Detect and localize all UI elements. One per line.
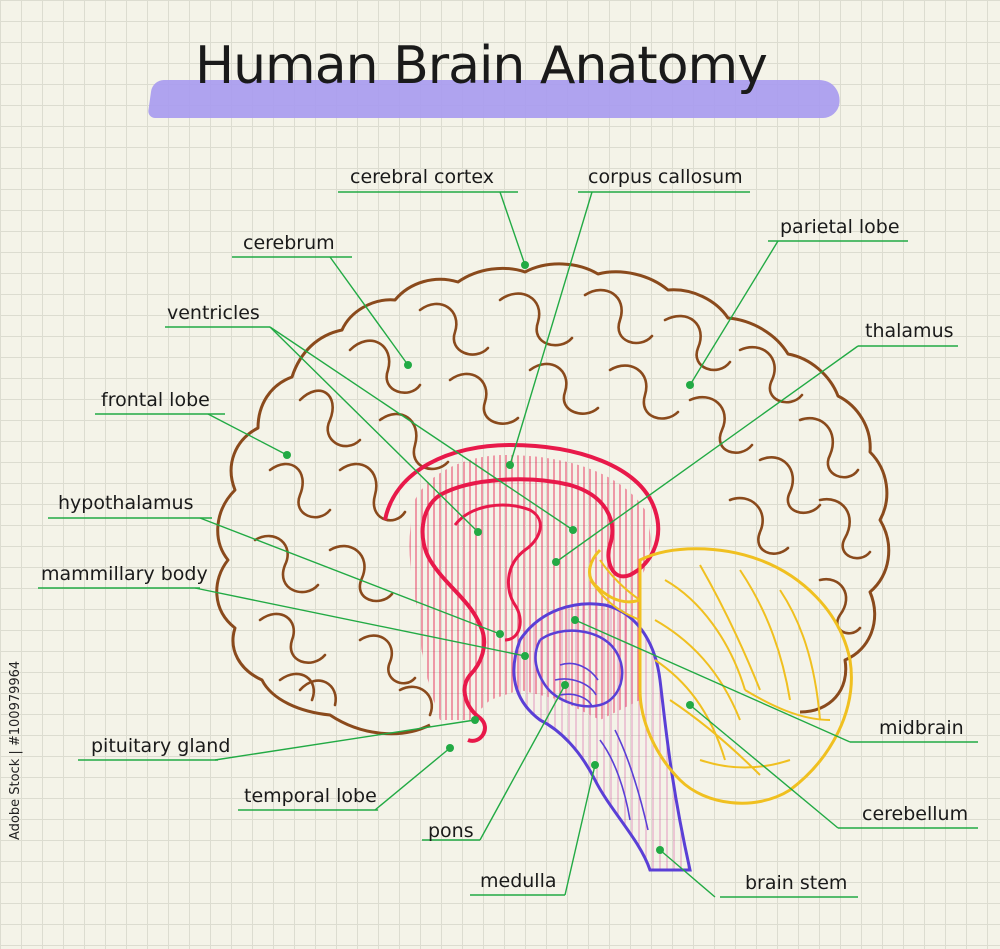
cerebellar-peduncle	[588, 548, 641, 604]
cerebrum-outline	[215, 262, 891, 736]
midbrain-outline	[534, 629, 624, 708]
leader-dots	[283, 261, 694, 854]
leader-lines	[38, 191, 978, 898]
title-block: Human Brain Anatomy	[147, 28, 850, 128]
cerebellum-outline	[638, 547, 853, 805]
label-thalamus: thalamus	[865, 320, 954, 342]
label-corpus-callosum: corpus callosum	[588, 166, 743, 188]
label-ventricles: ventricles	[167, 302, 260, 324]
label-cerebellum: cerebellum	[862, 803, 969, 825]
label-mammillary-body: mammillary body	[41, 563, 208, 585]
label-hypothalamus: hypothalamus	[58, 492, 194, 514]
label-pituitary-gland: pituitary gland	[91, 735, 231, 757]
septum-shape	[453, 503, 542, 642]
label-cerebral-cortex: cerebral cortex	[350, 166, 494, 188]
label-midbrain: midbrain	[879, 717, 964, 739]
diagram-title: Human Brain Anatomy	[195, 36, 768, 96]
label-frontal-lobe: frontal lobe	[101, 389, 210, 411]
corpus-callosum-shape	[383, 443, 661, 743]
cortex-gyri	[253, 288, 872, 717]
stock-watermark: Adobe Stock | #100979964	[8, 660, 23, 840]
label-temporal-lobe: temporal lobe	[244, 785, 377, 807]
label-pons: pons	[428, 820, 474, 842]
label-parietal-lobe: parietal lobe	[780, 216, 900, 238]
cerebellum-folia	[589, 559, 831, 776]
label-cerebrum: cerebrum	[243, 232, 335, 254]
brain-stem-shape	[512, 602, 692, 872]
pons-striations	[554, 662, 649, 831]
label-brain-stem: brain stem	[745, 872, 848, 894]
label-medulla: medulla	[480, 870, 557, 892]
